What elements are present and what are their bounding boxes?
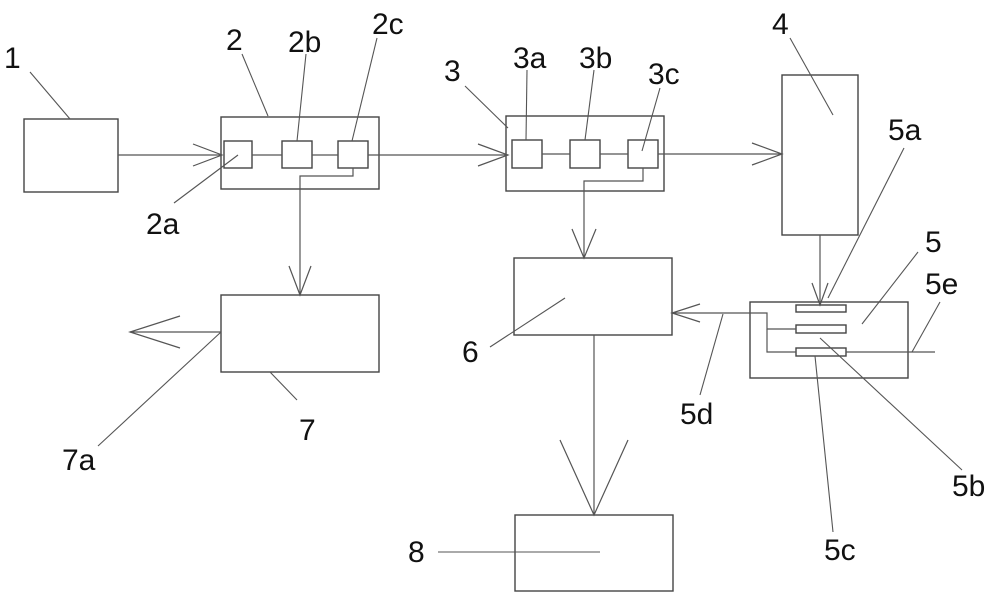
label-7a: 7a	[62, 444, 96, 477]
label-5d: 5d	[680, 398, 713, 431]
block-3	[505, 115, 665, 192]
label-2a: 2a	[146, 208, 180, 241]
block-7	[220, 294, 380, 373]
sub-block-2a	[223, 140, 253, 169]
label-7: 7	[299, 414, 316, 447]
label-2c: 2c	[372, 8, 404, 41]
label-3c: 3c	[648, 58, 680, 91]
block-5	[749, 301, 909, 379]
sub-block-5a	[795, 304, 847, 313]
label-5a: 5a	[888, 114, 922, 147]
arrow-3c-to-4	[658, 142, 784, 166]
sub-block-5b	[795, 324, 847, 334]
sub-block-3c	[627, 139, 659, 169]
label-8: 8	[408, 536, 425, 569]
label-3: 3	[444, 55, 461, 88]
label-1: 1	[4, 42, 21, 75]
leader-lines	[29, 37, 963, 553]
sub-block-2b	[281, 140, 313, 169]
block-4	[781, 74, 859, 236]
sub-block-3b	[569, 139, 601, 169]
arrow-2c-to-7	[288, 168, 354, 297]
label-3a: 3a	[513, 42, 547, 75]
block-6	[513, 257, 673, 336]
arrow-1-to-2a	[118, 143, 224, 167]
sub-block-3a	[511, 139, 543, 169]
block-1	[23, 118, 119, 193]
label-6: 6	[462, 336, 479, 369]
label-5e: 5e	[925, 268, 958, 301]
arrow-5-to-6	[670, 303, 796, 353]
label-3b: 3b	[579, 42, 612, 75]
arrow-4-to-5a	[811, 235, 829, 307]
label-5c: 5c	[824, 534, 856, 567]
sub-block-2c	[337, 140, 369, 169]
arrow-3c-to-6	[571, 168, 644, 260]
label-5: 5	[925, 226, 942, 259]
label-4: 4	[772, 8, 789, 41]
arrow-2c-to-3a	[368, 143, 510, 167]
block-8	[514, 514, 674, 592]
label-2b: 2b	[288, 26, 321, 59]
arrow-6-to-8	[559, 335, 629, 517]
arrow-7-out	[128, 315, 221, 349]
label-5b: 5b	[952, 470, 985, 503]
label-2: 2	[226, 24, 243, 57]
